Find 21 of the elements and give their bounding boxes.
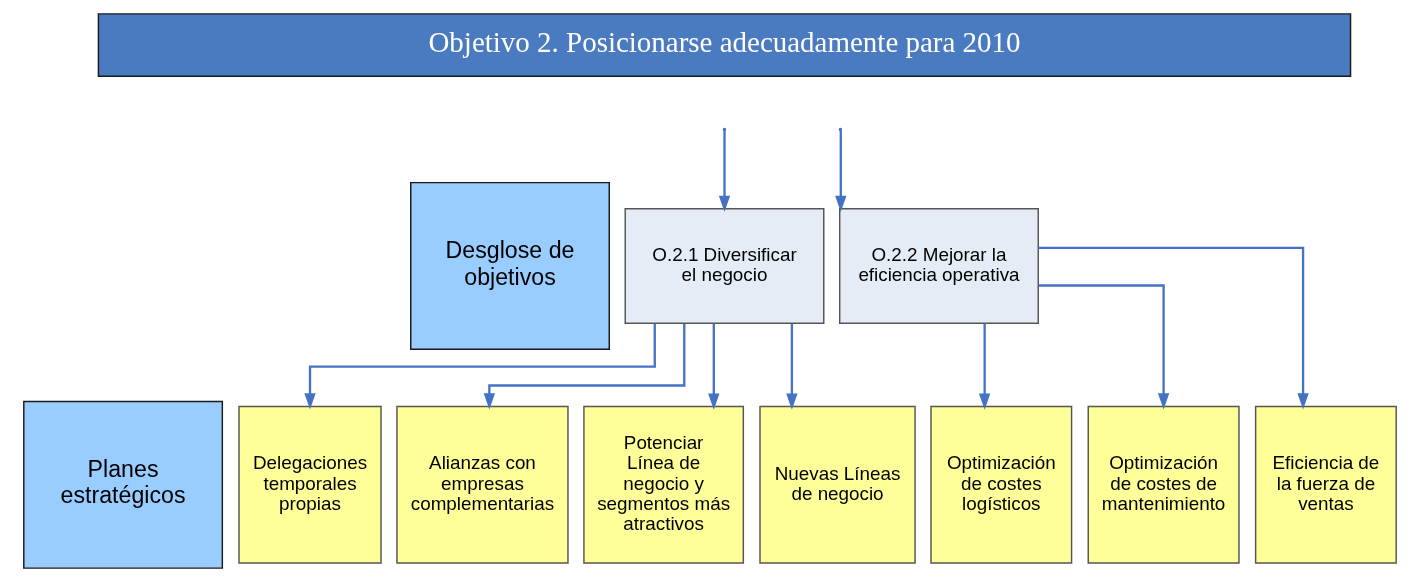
arrow	[1038, 284, 1170, 410]
node-box: Desglose de objetivos	[410, 181, 610, 350]
arrow	[483, 323, 686, 410]
node-box: Planes estratégicos	[23, 400, 224, 569]
arrow	[708, 323, 720, 410]
arrow	[304, 323, 656, 410]
node-box: Eficiencia de la fuerza de ventas	[1254, 405, 1397, 564]
node-box: Potenciar Línea de negocio y segmentos más atractivos	[583, 405, 745, 564]
node-box: Alianzas con empresas complementarias	[396, 405, 569, 564]
arrow	[978, 323, 991, 410]
node-box: Objetivo 2. Posicionarse adecuadamente para 2010	[97, 13, 1352, 77]
node-box: O.2.2 Mejorar la eficiencia operativa	[838, 208, 1039, 324]
arrow	[1038, 246, 1309, 410]
arrow	[835, 130, 847, 213]
arrow	[718, 130, 731, 213]
node-box: Optimización de costes logísticos	[930, 405, 1073, 564]
node-box: Nuevas Líneas de negocio	[759, 405, 916, 564]
node-box: Optimización de costes de mantenimiento	[1087, 405, 1240, 564]
node-box: Delegaciones temporales propias	[238, 405, 382, 564]
arrow	[786, 323, 798, 410]
node-box: O.2.1 Diversificar el negocio	[624, 208, 825, 324]
